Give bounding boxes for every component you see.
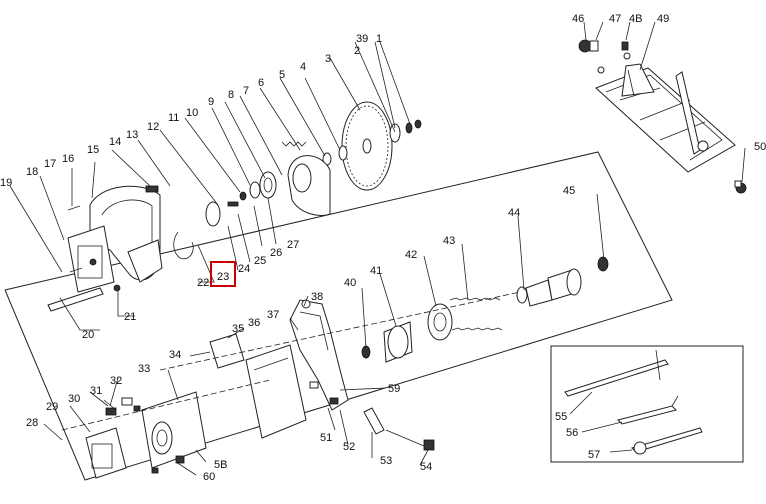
callout-12: 12 xyxy=(147,121,159,133)
callout-42: 42 xyxy=(405,249,417,261)
spring-43 xyxy=(449,297,503,331)
callout-57: 57 xyxy=(588,449,600,461)
callout-17: 17 xyxy=(44,158,56,170)
saw-blade xyxy=(341,101,393,191)
callout-46: 46 xyxy=(572,13,584,25)
callout-55: 55 xyxy=(555,411,567,423)
cord-54 xyxy=(385,429,435,451)
accessory-box xyxy=(550,345,744,463)
callout-41: 41 xyxy=(370,265,382,277)
callout-24: 24 xyxy=(238,263,250,275)
callout-29: 29 xyxy=(46,401,58,413)
callout-18: 18 xyxy=(26,166,38,178)
callout-21: 21 xyxy=(124,311,136,323)
brush-holder-42 xyxy=(427,303,453,341)
callout-6: 6 xyxy=(258,77,264,89)
callout-30: 30 xyxy=(68,393,80,405)
highlight-box-23 xyxy=(210,261,236,287)
spring-22 xyxy=(173,231,194,260)
callout-3: 3 xyxy=(325,53,331,65)
blade-guard-lower xyxy=(287,155,331,216)
callout-26: 26 xyxy=(270,247,282,259)
callout-59: 59 xyxy=(388,383,400,395)
callout-4: 4 xyxy=(300,61,306,73)
callout-13: 13 xyxy=(126,129,138,141)
lock-nut-50 xyxy=(734,180,747,194)
depth-plate xyxy=(67,225,115,293)
armature-44 xyxy=(516,256,609,307)
callout-43: 43 xyxy=(443,235,455,247)
callout-38: 38 xyxy=(311,291,323,303)
callout-40: 40 xyxy=(344,277,356,289)
callout-2: 2 xyxy=(354,45,360,57)
spindle-parts xyxy=(205,171,277,227)
callout-10: 10 xyxy=(186,107,198,119)
callout-53: 53 xyxy=(380,455,392,467)
callout-23: 23 xyxy=(217,271,229,283)
callout-11: 11 xyxy=(168,112,179,124)
leader-lines xyxy=(9,21,746,476)
motor-housing-36 xyxy=(245,344,307,439)
screws-17 xyxy=(67,205,83,273)
callout-47: 47 xyxy=(609,13,621,25)
callout-labels: 46 47 4B 49 39 1 2 3 4 5 6 7 8 9 10 11 1… xyxy=(0,13,766,483)
callout-51: 51 xyxy=(320,432,332,444)
callout-8: 8 xyxy=(228,89,234,101)
spring-6 xyxy=(281,141,307,147)
callout-48: 4B xyxy=(629,13,642,25)
lever-20 xyxy=(47,284,121,312)
assembly-frame xyxy=(4,151,673,481)
callout-28: 28 xyxy=(26,417,38,429)
callout-9: 9 xyxy=(208,96,214,108)
stator-41 xyxy=(383,321,413,363)
callout-19: 19 xyxy=(0,177,12,189)
end-cap-29 xyxy=(85,427,127,479)
callout-35: 35 xyxy=(232,323,244,335)
callout-36: 36 xyxy=(248,317,260,329)
callout-50: 50 xyxy=(754,141,766,153)
callout-20: 20 xyxy=(82,329,94,341)
callout-14: 14 xyxy=(109,136,121,148)
callout-32: 32 xyxy=(110,375,122,387)
callout-25: 25 xyxy=(254,255,266,267)
callout-49: 49 xyxy=(657,13,669,25)
callout-54: 54 xyxy=(420,461,432,473)
callout-22: 22 xyxy=(197,277,209,289)
callout-34: 34 xyxy=(169,349,181,361)
guide-55 xyxy=(564,349,669,397)
callout-31: 31 xyxy=(90,385,102,397)
knob-assembly xyxy=(578,39,631,74)
upper-guard xyxy=(89,185,163,283)
callout-16: 16 xyxy=(62,153,74,165)
callout-44: 44 xyxy=(508,207,520,219)
callout-5: 5 xyxy=(279,69,285,81)
callout-7: 7 xyxy=(243,85,249,97)
callout-15: 15 xyxy=(87,144,99,156)
callout-37: 37 xyxy=(267,309,279,321)
callout-58: 5B xyxy=(214,459,227,471)
base-plate xyxy=(595,63,736,173)
hex-key-56 xyxy=(617,395,679,425)
callout-1: 1 xyxy=(376,33,382,45)
callout-52: 52 xyxy=(343,441,355,453)
cord-guard-53 xyxy=(363,407,385,435)
callout-27: 27 xyxy=(287,239,299,251)
callout-39: 39 xyxy=(356,33,368,45)
callout-45: 45 xyxy=(563,185,575,197)
callout-33: 33 xyxy=(138,363,150,375)
callout-56: 56 xyxy=(566,427,578,439)
brush-cap-35 xyxy=(209,333,245,369)
callout-60: 60 xyxy=(203,471,215,483)
small-parts xyxy=(105,381,339,474)
gear-housing-33 xyxy=(141,391,207,469)
spanner-57 xyxy=(631,427,703,455)
